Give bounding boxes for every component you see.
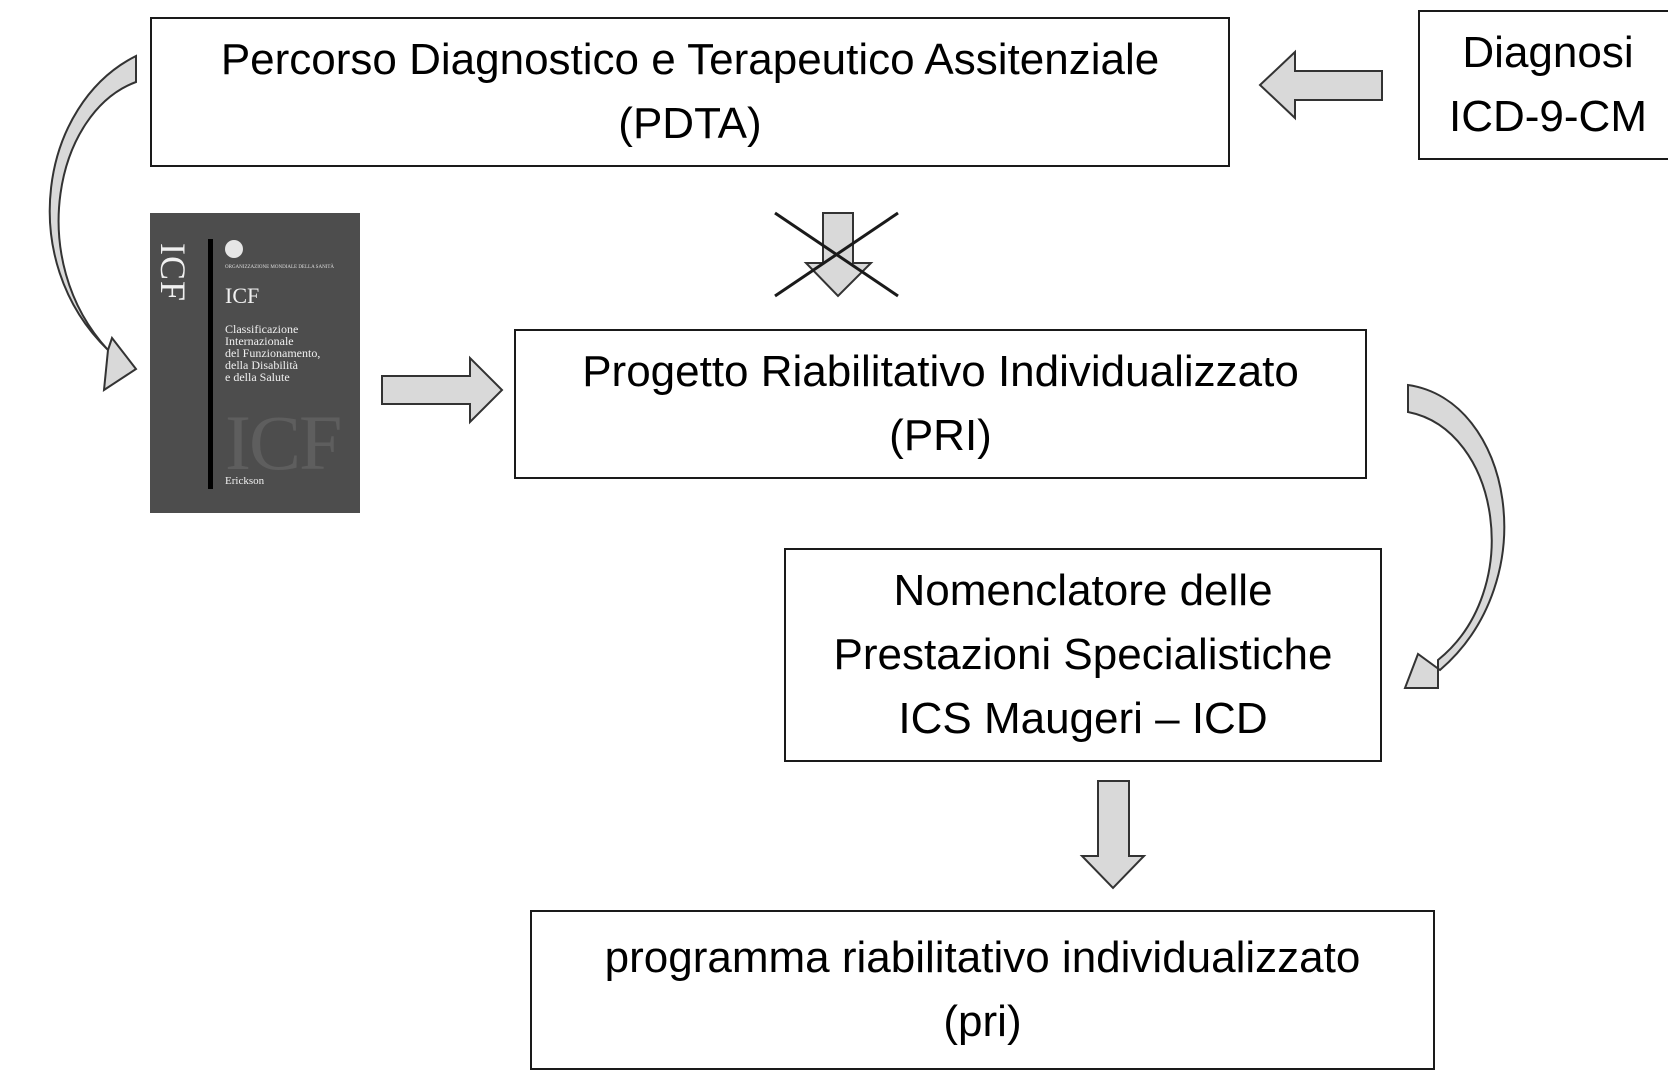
- nomenclatore-line2: Prestazioni Specialistiche: [833, 630, 1333, 679]
- programma-abbr: (pri): [943, 997, 1022, 1046]
- arrow-nomenclatore-to-programma: [1079, 780, 1147, 890]
- blocked-arrow-shape: [803, 212, 874, 298]
- diagnosi-box: Diagnosi ICD-9-CM: [1418, 10, 1668, 160]
- pri-title: Progetto Riabilitativo Individualizzato: [582, 347, 1299, 396]
- programma-box: programma riabilitativo individualizzato…: [530, 910, 1435, 1070]
- pdta-title: Percorso Diagnostico e Terapeutico Assit…: [220, 35, 1160, 84]
- arrow-pri-to-nomenclatore: [1403, 383, 1506, 689]
- icf-book-cover: ICF ORGANIZZAZIONE MONDIALE DELLA SANITÀ…: [150, 213, 360, 513]
- arrow-icf-to-pri: [381, 355, 504, 425]
- book-subtitle: Classificazione Internazionale del Funzi…: [225, 322, 321, 384]
- arrow-diagnosi-to-pdta: [1258, 49, 1383, 121]
- book-publisher-org: ORGANIZZAZIONE MONDIALE DELLA SANITÀ: [225, 265, 335, 270]
- cross-line-2: [774, 211, 899, 298]
- book-title: ICF: [225, 283, 260, 308]
- cross-line-1: [774, 211, 899, 298]
- diagnosi-title: Diagnosi: [1462, 28, 1634, 77]
- book-watermark: ICF: [225, 399, 342, 486]
- diagnosi-code: ICD-9-CM: [1449, 92, 1647, 141]
- programma-title: programma riabilitativo individualizzato: [604, 933, 1361, 982]
- book-spine-title: ICF: [153, 243, 193, 303]
- nomenclatore-line3: ICS Maugeri – ICD: [898, 694, 1268, 743]
- book-publisher: Erickson: [225, 475, 265, 487]
- arrow-pdta-to-icf: [48, 54, 138, 392]
- pdta-abbr: (PDTA): [618, 99, 762, 148]
- pri-abbr: (PRI): [889, 411, 992, 460]
- pdta-box: Percorso Diagnostico e Terapeutico Assit…: [150, 17, 1230, 167]
- nomenclatore-box: Nomenclatore delle Prestazioni Specialis…: [784, 548, 1382, 762]
- who-emblem-icon: [225, 240, 243, 258]
- nomenclatore-line1: Nomenclatore delle: [893, 566, 1273, 615]
- pri-box: Progetto Riabilitativo Individualizzato …: [514, 329, 1367, 479]
- book-spine-bar: [208, 239, 213, 489]
- blocked-arrow-pdta-to-pri: [774, 211, 899, 298]
